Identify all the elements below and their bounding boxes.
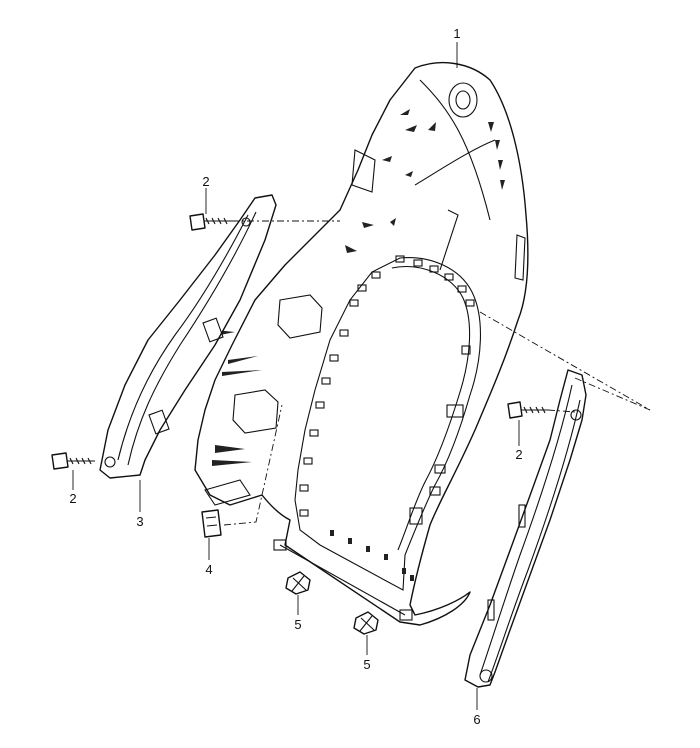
- callout-2-lower-left: 2: [69, 491, 76, 506]
- screw-2-right: [507, 401, 548, 419]
- opening-clip-tabs: [299, 255, 475, 525]
- screw-2-lower-left: [51, 452, 95, 470]
- part-6-right-trim: [464, 369, 587, 688]
- callout-3: 3: [136, 514, 143, 529]
- shell-slits: [345, 109, 505, 253]
- part-4-clip: [201, 509, 222, 538]
- bottom-slots: [330, 530, 414, 581]
- leader-lines: [72, 42, 651, 710]
- callout-6: 6: [473, 712, 480, 727]
- part-1-inner-shell: [194, 62, 529, 626]
- callout-1: 1: [453, 26, 460, 41]
- callout-labels: 1 2 2 2 3 4 5 5 6: [69, 26, 522, 727]
- callout-4: 4: [205, 562, 212, 577]
- callout-2-upper-left: 2: [202, 174, 209, 189]
- callout-5-left: 5: [294, 617, 301, 632]
- callout-5-right: 5: [363, 657, 370, 672]
- callout-2-right: 2: [515, 447, 522, 462]
- screw-2-upper-left: [189, 213, 232, 231]
- part-3-left-trim: [99, 194, 277, 479]
- part-5-fastener-right: [353, 611, 379, 635]
- part-5-fastener-left: [285, 571, 311, 595]
